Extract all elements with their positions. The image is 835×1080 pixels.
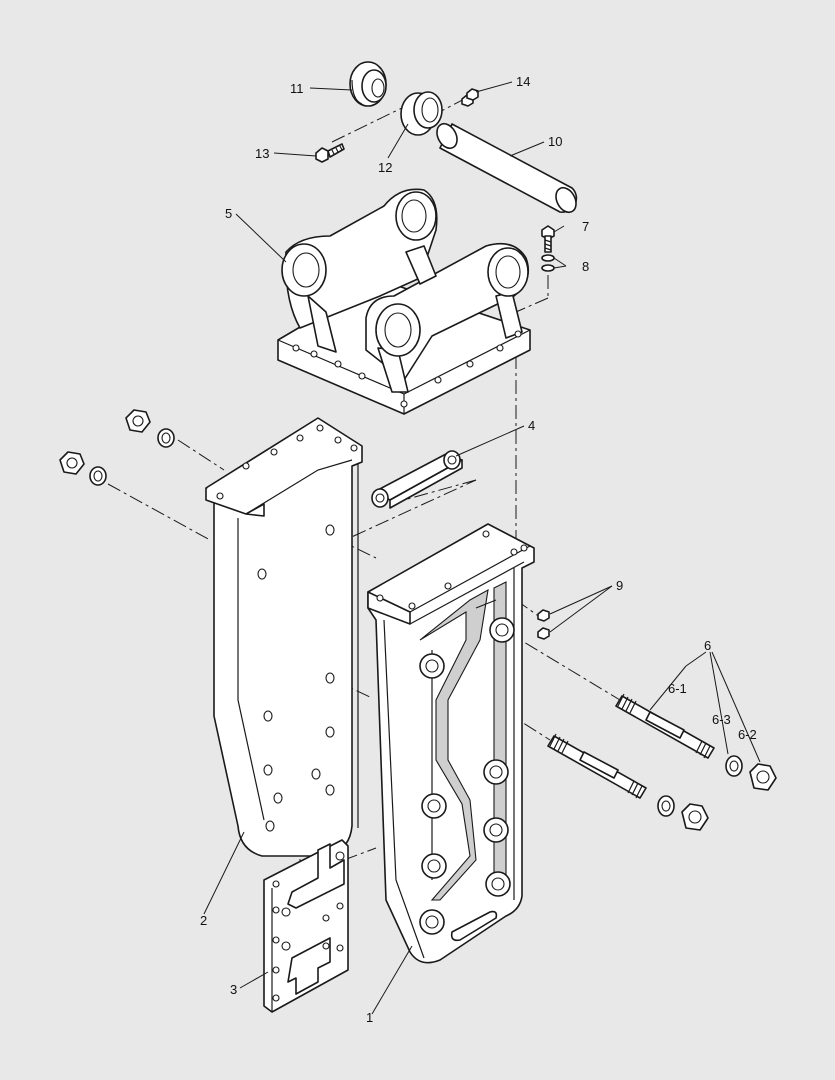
bolt-7 (541, 225, 555, 253)
callout-5: 5 (225, 206, 232, 221)
callout-labels: 11 14 10 13 12 5 7 8 4 9 6 6-1 6-3 6-2 2… (200, 74, 757, 1025)
callout-10: 10 (548, 134, 562, 149)
spacer-4 (371, 450, 463, 509)
callout-3: 3 (230, 982, 237, 997)
nut-14 (461, 88, 479, 107)
side-plate-fasteners (59, 409, 175, 486)
callout-4: 4 (528, 418, 535, 433)
seal-ring-11 (349, 61, 387, 107)
wear-plate-3 (263, 839, 349, 1013)
callout-6-2: 6-2 (738, 727, 757, 742)
through-bolt-lower (547, 733, 709, 831)
callout-6: 6 (704, 638, 711, 653)
collar-12 (400, 91, 443, 136)
nuts-9 (537, 609, 550, 640)
bracket-5 (277, 188, 531, 415)
callout-6-1: 6-1 (668, 681, 687, 696)
pin-10 (436, 122, 578, 214)
callout-11: 11 (290, 81, 304, 96)
callout-7: 7 (582, 219, 589, 234)
bracket-body-1 (367, 523, 535, 964)
callout-13: 13 (255, 146, 269, 161)
callout-2: 2 (200, 913, 207, 928)
washer-8 (541, 254, 555, 272)
callout-14: 14 (516, 74, 530, 89)
bolt-13 (315, 143, 345, 163)
leader-lines (203, 81, 761, 1015)
through-bolt-upper (615, 693, 777, 791)
callout-1: 1 (366, 1010, 373, 1025)
callout-6-3: 6-3 (712, 712, 731, 727)
callout-9: 9 (616, 578, 623, 593)
callout-8: 8 (582, 259, 589, 274)
callout-12: 12 (378, 160, 392, 175)
boss-holes (419, 617, 515, 935)
side-plate-2 (205, 417, 363, 857)
